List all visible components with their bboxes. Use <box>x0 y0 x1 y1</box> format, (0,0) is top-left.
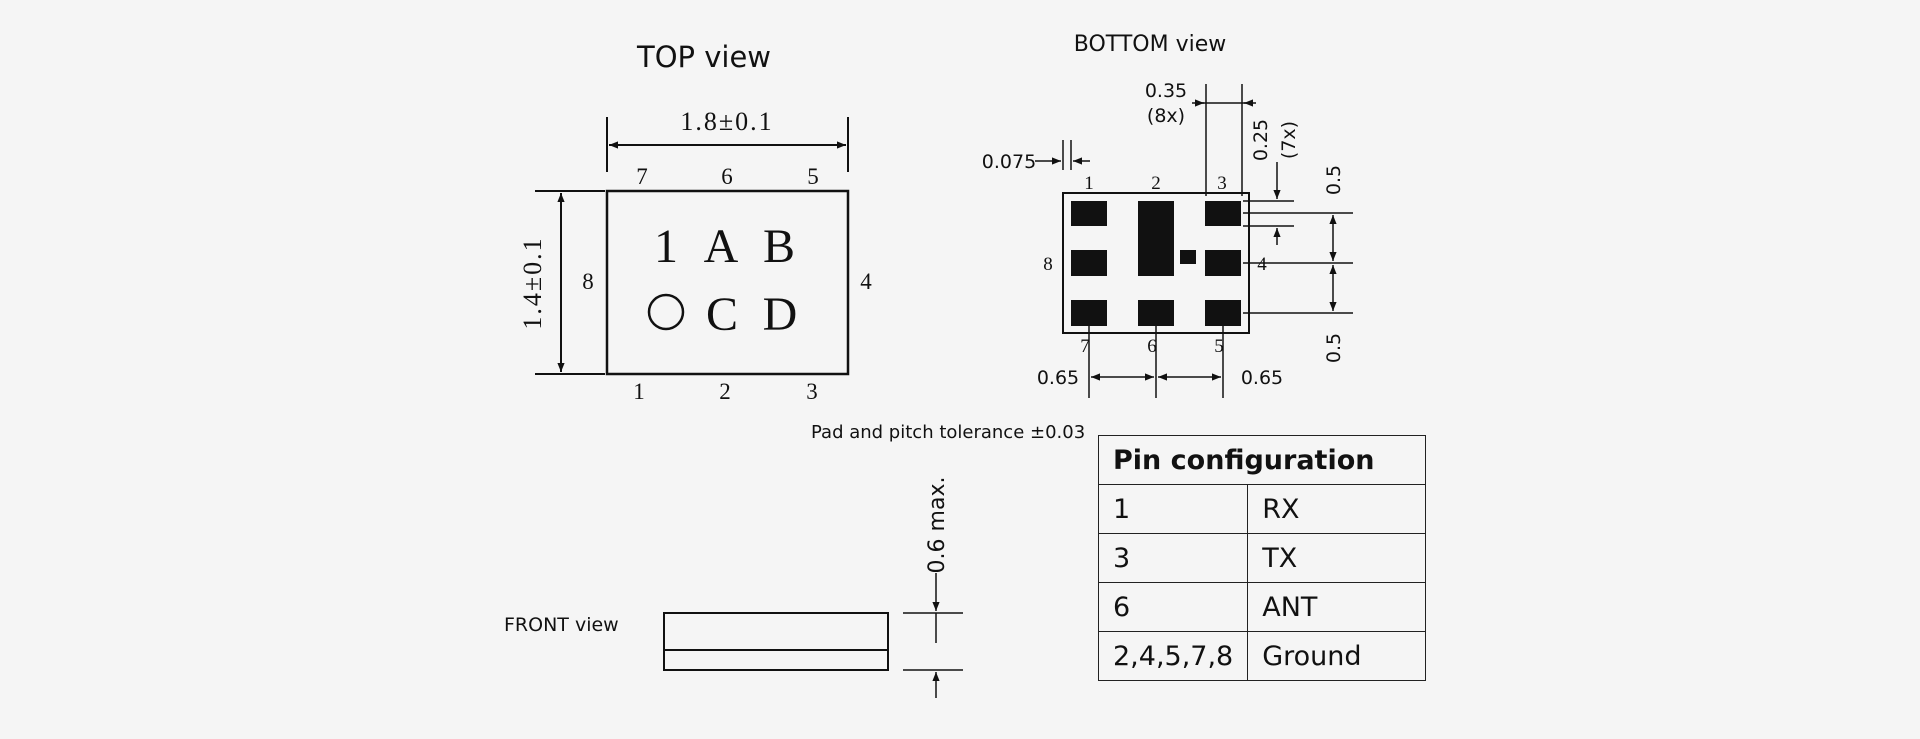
pitch-y-bottom-dimension: 0.5 <box>1323 333 1345 363</box>
edge-dimension: 0.075 <box>982 151 1036 173</box>
bottom-view: BOTTOM view 1 2 3 7 6 5 8 4 0.35 (8x) 0.… <box>982 32 1353 398</box>
bottom-pin-label: 5 <box>1214 336 1224 357</box>
pad-width-count: (8x) <box>1147 105 1185 127</box>
bottom-pin-label: 7 <box>1080 336 1090 357</box>
pin-table-header: Pin configuration <box>1097 435 1427 485</box>
bottom-pin-label: 2 <box>1151 173 1161 194</box>
top-marking: C <box>706 288 738 341</box>
pin1-indicator-circle <box>647 293 685 331</box>
bottom-view-title: BOTTOM view <box>1074 32 1226 57</box>
pad-2 <box>1138 201 1174 276</box>
table-row: 1 RX <box>1097 484 1427 534</box>
pad-7 <box>1071 300 1107 326</box>
pin-function-cell: RX <box>1247 484 1427 534</box>
pin-number-cell: 3 <box>1097 533 1249 583</box>
top-marking: 1 <box>654 220 678 273</box>
pin-function-cell: TX <box>1247 533 1427 583</box>
pad-4 <box>1205 250 1241 276</box>
pin-configuration-table: Pin configuration 1 RX 3 TX 6 ANT 2,4,5,… <box>1097 435 1427 681</box>
pad-5 <box>1205 300 1241 326</box>
pitch-x-right-dimension: 0.65 <box>1241 367 1283 389</box>
pad-3 <box>1205 201 1241 226</box>
pad-8 <box>1071 250 1107 276</box>
top-pin-label: 8 <box>582 269 594 294</box>
top-pin-label: 2 <box>719 379 731 404</box>
top-pin-label: 7 <box>636 164 648 189</box>
pad-small <box>1180 250 1196 264</box>
top-view-body <box>605 189 850 376</box>
front-view: FRONT view 0.6 max. <box>504 477 963 698</box>
front-height-dimension: 0.6 max. <box>925 477 950 574</box>
top-pin-label: 6 <box>721 164 733 189</box>
pitch-x-left-dimension: 0.65 <box>1037 367 1079 389</box>
pad-6 <box>1138 300 1174 326</box>
top-pin-label: 4 <box>860 269 872 294</box>
pad-height-dimension: 0.25 <box>1250 119 1272 161</box>
top-marking: B <box>763 220 795 273</box>
top-view-title: TOP view <box>636 40 771 74</box>
pitch-y-top-dimension: 0.5 <box>1323 165 1345 195</box>
tolerance-note: Pad and pitch tolerance ±0.03 <box>811 422 1085 443</box>
front-view-title: FRONT view <box>504 614 619 636</box>
pin-number-cell: 6 <box>1097 582 1249 632</box>
bottom-pin-label: 4 <box>1257 254 1267 275</box>
pin-function-cell: Ground <box>1247 631 1427 681</box>
bottom-pin-label: 3 <box>1217 173 1227 194</box>
top-pin-label: 3 <box>806 379 818 404</box>
table-row: 6 ANT <box>1097 582 1427 632</box>
top-view: TOP view 1.8±0.1 1.4±0.1 7 6 5 1 2 3 8 4… <box>518 40 872 404</box>
pin-function-cell: ANT <box>1247 582 1427 632</box>
table-row: 2,4,5,7,8 Ground <box>1097 631 1427 681</box>
pad-width-dimension: 0.35 <box>1145 80 1187 102</box>
bottom-pin-label: 8 <box>1043 254 1053 275</box>
pad-1 <box>1071 201 1107 226</box>
table-row: 3 TX <box>1097 533 1427 583</box>
top-marking: D <box>763 288 798 341</box>
bottom-pin-label: 1 <box>1084 173 1094 194</box>
pin-number-cell: 2,4,5,7,8 <box>1097 631 1249 681</box>
top-height-dimension: 1.4±0.1 <box>518 236 547 329</box>
top-width-dimension: 1.8±0.1 <box>680 107 773 136</box>
top-pin-label: 1 <box>633 379 645 404</box>
bottom-pin-label: 6 <box>1147 336 1157 357</box>
pad-height-count: (7x) <box>1278 121 1300 159</box>
top-pin-label: 5 <box>807 164 819 189</box>
pin-number-cell: 1 <box>1097 484 1249 534</box>
front-view-body <box>663 612 889 671</box>
top-marking: A <box>704 220 739 273</box>
